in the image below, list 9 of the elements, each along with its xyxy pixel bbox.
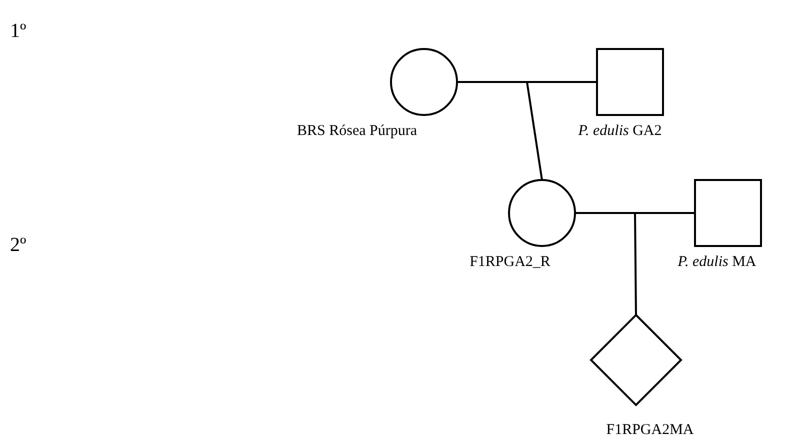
node-label: P. edulis MA [678,253,756,271]
pedigree-line [574,212,696,316]
node-label: F1RPGA2MA [606,421,694,438]
pedigree-line [456,81,598,181]
generation-label: 2º [10,234,26,256]
node-label: F1RPGA2_R [470,253,550,271]
node-label: BRS Rósea Púrpura [297,122,417,140]
generation-label: 1º [10,20,26,42]
node-label: P. edulis GA2 [578,122,662,140]
